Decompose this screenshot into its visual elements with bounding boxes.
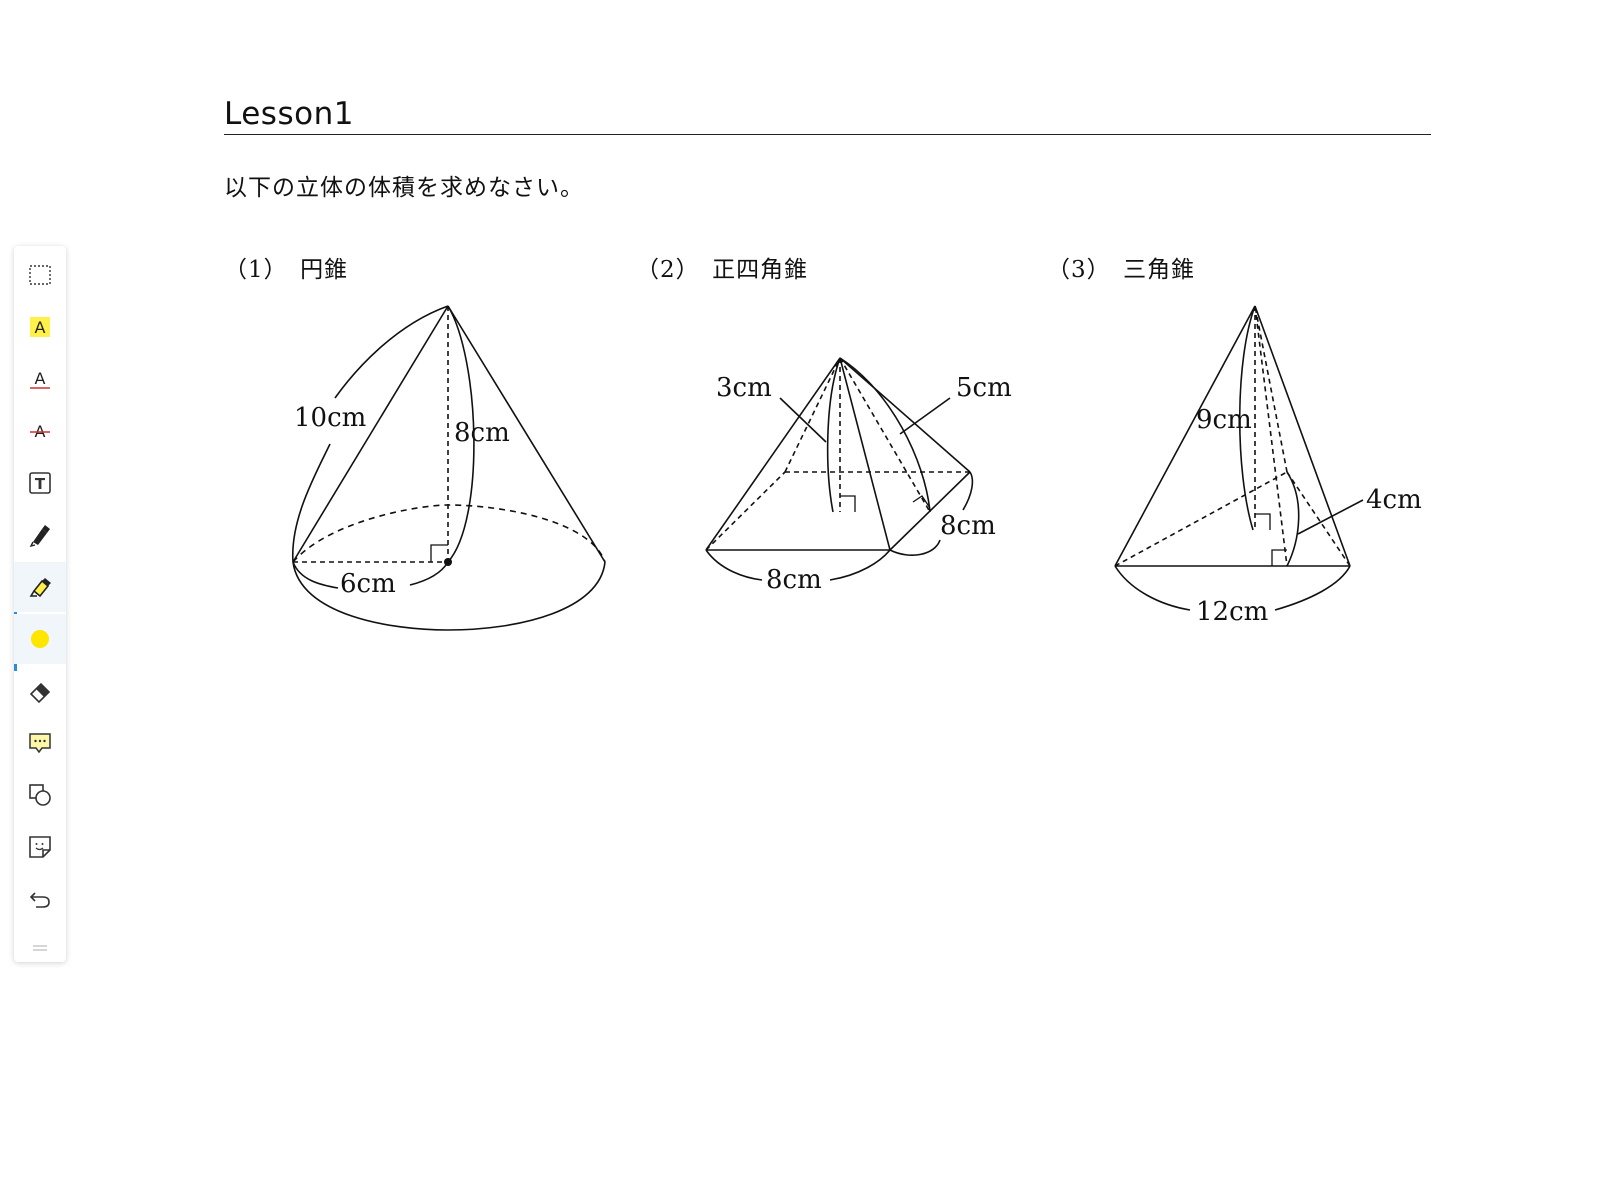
toolbar-drag-handle-icon[interactable]: [32, 944, 48, 952]
cone-radius-label: 6cm: [340, 569, 396, 599]
underline-a-icon: A: [30, 369, 50, 389]
problem-2-label: （2） 正四角錐: [636, 257, 809, 283]
dashed-rectangle-icon: [29, 265, 51, 285]
text-box-icon: T: [29, 472, 51, 494]
title-divider: [224, 134, 1431, 135]
text-strikethrough-tool[interactable]: A: [14, 406, 66, 456]
rectangle-select-tool[interactable]: [14, 250, 66, 300]
yellow-color-dot-icon: [31, 630, 49, 648]
pyramid-height-label: 3cm: [716, 373, 772, 403]
pyramid-base-width-label: 8cm: [766, 565, 822, 595]
pyramid-side-depth-label: 8cm: [940, 511, 996, 541]
instruction-text: 以下の立体の体積を求めなさい。: [224, 175, 584, 201]
text-box-tool[interactable]: T: [14, 458, 66, 508]
cone-slant-label: 10cm: [294, 403, 366, 433]
strikethrough-a-icon: A: [30, 422, 50, 441]
pyramid-slant-label: 5cm: [956, 373, 1012, 403]
text-underline-tool[interactable]: A: [14, 354, 66, 404]
undo-tool[interactable]: [14, 874, 66, 924]
shapes-icon: [29, 784, 51, 806]
annotation-toolbar: A A A T: [14, 246, 66, 962]
cone-figure: [292, 305, 606, 631]
comment-tool[interactable]: [14, 718, 66, 768]
tri-pyramid-height-label: 9cm: [1196, 405, 1252, 435]
lesson-title: Lesson1: [224, 96, 354, 132]
triangular-pyramid-figure: [1114, 305, 1364, 611]
pen-tool[interactable]: [14, 510, 66, 560]
text-box-glyph: T: [35, 475, 46, 493]
shapes-tool[interactable]: [14, 770, 66, 820]
tri-pyramid-triangle-height-label: 4cm: [1366, 485, 1422, 515]
eraser-tool[interactable]: [14, 666, 66, 716]
sticky-note-icon: [29, 836, 51, 858]
comment-icon: [29, 733, 51, 754]
eraser-icon: [29, 682, 51, 704]
text-highlight-tool[interactable]: A: [14, 302, 66, 352]
pen-icon: [29, 525, 50, 548]
highlight-color-tool[interactable]: [14, 614, 66, 664]
highlighter-tool[interactable]: [14, 562, 66, 612]
highlight-a-icon: A: [30, 317, 50, 337]
highlighter-icon: [29, 578, 51, 598]
problem-1-label: （1） 円錐: [224, 257, 349, 283]
undo-icon: [29, 892, 50, 908]
highlight-a-glyph: A: [35, 318, 46, 337]
underline-a-glyph: A: [35, 369, 46, 388]
problem-3-label: （3） 三角錐: [1047, 257, 1196, 283]
tri-pyramid-base-label: 12cm: [1196, 597, 1268, 627]
square-pyramid-figure: [705, 357, 974, 581]
cone-height-label: 8cm: [454, 418, 510, 448]
sticky-note-tool[interactable]: [14, 822, 66, 872]
